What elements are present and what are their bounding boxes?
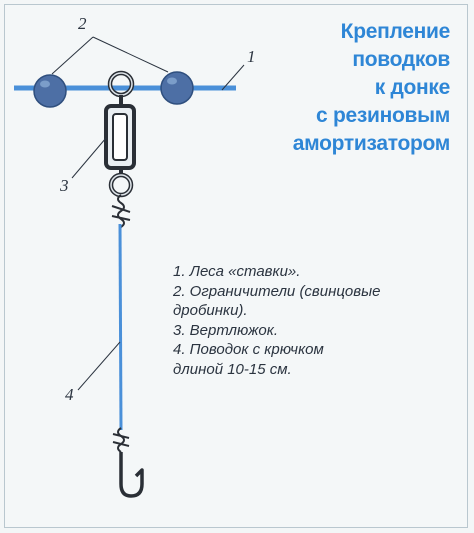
callout-leaders	[51, 36, 245, 391]
leader-line	[118, 223, 123, 431]
hook-icon	[119, 452, 144, 498]
right-sinker	[160, 71, 194, 105]
legend-item: 4. Поводок с крючком	[173, 341, 324, 358]
legend-item: длиной 10-15 см.	[173, 360, 292, 378]
legend-item: 2. Ограничители (свинцовые	[173, 282, 381, 300]
title-line: амортизатором	[292, 132, 451, 155]
diagram-frame	[4, 4, 468, 528]
diagram-title: Крепление поводков к донке с резиновым а…	[230, 18, 451, 158]
legend-item: 3. Вертлюжок.	[173, 321, 279, 339]
leader-top-knot	[111, 194, 131, 228]
callout-3: 3	[60, 176, 69, 195]
callout-2: 2	[78, 14, 87, 33]
leader-bottom-knot	[112, 427, 130, 453]
title-line: с резиновым	[316, 104, 450, 127]
legend: 1. Леса «ставки». 2. Ограничители (свинц…	[173, 262, 453, 379]
title-line: к донке	[374, 76, 451, 99]
callout-1: 1	[247, 47, 256, 66]
left-sinker	[33, 74, 67, 108]
legend-item: дробинки).	[173, 302, 248, 319]
title-line: поводков	[352, 48, 450, 71]
legend-item: 1. Леса «ставки».	[173, 263, 301, 280]
callout-4: 4	[65, 385, 74, 404]
swivel	[104, 70, 136, 198]
title-line: Крепление	[340, 20, 451, 43]
